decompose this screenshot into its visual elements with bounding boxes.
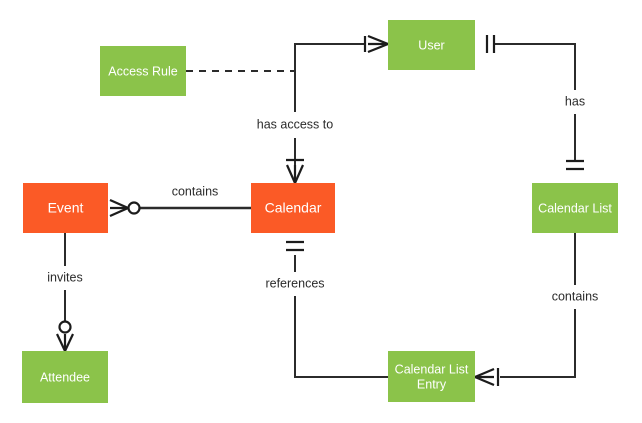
- entity-access-rule-rect[interactable]: [100, 46, 186, 96]
- entity-attendee[interactable]: Attendee: [22, 351, 108, 403]
- entities-layer: Access Rule User Event Calendar Calendar…: [22, 20, 618, 403]
- relationship-label-has-access-to: has access to: [257, 117, 333, 131]
- entity-calendar[interactable]: Calendar: [251, 183, 335, 233]
- marker-calendar-list-entry-one-or-many: [474, 367, 500, 387]
- marker-attendee-zero-or-many: [56, 320, 74, 352]
- cardinality-markers-layer: [56, 34, 584, 387]
- entity-user[interactable]: User: [388, 20, 475, 70]
- edge-calendar-references-entry-lower: [294, 296, 388, 378]
- entity-attendee-rect[interactable]: [22, 351, 108, 403]
- entity-calendar-list[interactable]: Calendar List: [532, 183, 618, 233]
- entity-user-label: User: [418, 38, 444, 52]
- relationship-label-invites: invites: [47, 270, 82, 284]
- entity-calendar-list-label: Calendar List: [538, 201, 612, 215]
- entity-event-label: Event: [48, 200, 84, 216]
- entity-calendar-label: Calendar: [265, 200, 322, 216]
- entity-calendar-list-entry-label-line2: Entry: [417, 377, 447, 391]
- relationship-label-contains-event: contains: [172, 184, 219, 198]
- entity-calendar-list-entry-rect[interactable]: [388, 351, 475, 402]
- relationship-label-references: references: [265, 276, 324, 290]
- entity-access-rule-label: Access Rule: [108, 64, 178, 78]
- marker-user-exactly-one: [485, 35, 496, 53]
- relationship-label-contains-entry: contains: [552, 289, 599, 303]
- entity-attendee-label: Attendee: [40, 370, 90, 384]
- marker-event-zero-or-many: [109, 198, 141, 218]
- marker-calendar-list-exactly-one: [566, 159, 584, 171]
- entity-calendar-rect[interactable]: [251, 183, 335, 233]
- entity-calendar-list-entry[interactable]: Calendar List Entry: [388, 351, 475, 402]
- edge-user-has-calendar-list: [495, 43, 576, 90]
- entity-calendar-list-rect[interactable]: [532, 183, 618, 233]
- entity-calendar-list-entry-label-line1: Calendar List: [395, 362, 469, 376]
- entity-user-rect[interactable]: [388, 20, 475, 70]
- edge-user-has-access-to-calendar: [294, 43, 365, 112]
- relationship-labels-layer: has access to contains invites has conta…: [47, 94, 598, 303]
- marker-calendar-exactly-one: [286, 240, 304, 252]
- marker-calendar-one-or-many: [285, 158, 305, 184]
- entity-event[interactable]: Event: [23, 183, 108, 233]
- edge-calendar-list-contains-entry-lower: [500, 309, 576, 378]
- marker-user-one-or-many: [363, 34, 389, 54]
- relationship-label-has: has: [565, 94, 585, 108]
- entity-event-rect[interactable]: [23, 183, 108, 233]
- entity-access-rule[interactable]: Access Rule: [100, 46, 186, 96]
- edges-layer: [64, 43, 576, 378]
